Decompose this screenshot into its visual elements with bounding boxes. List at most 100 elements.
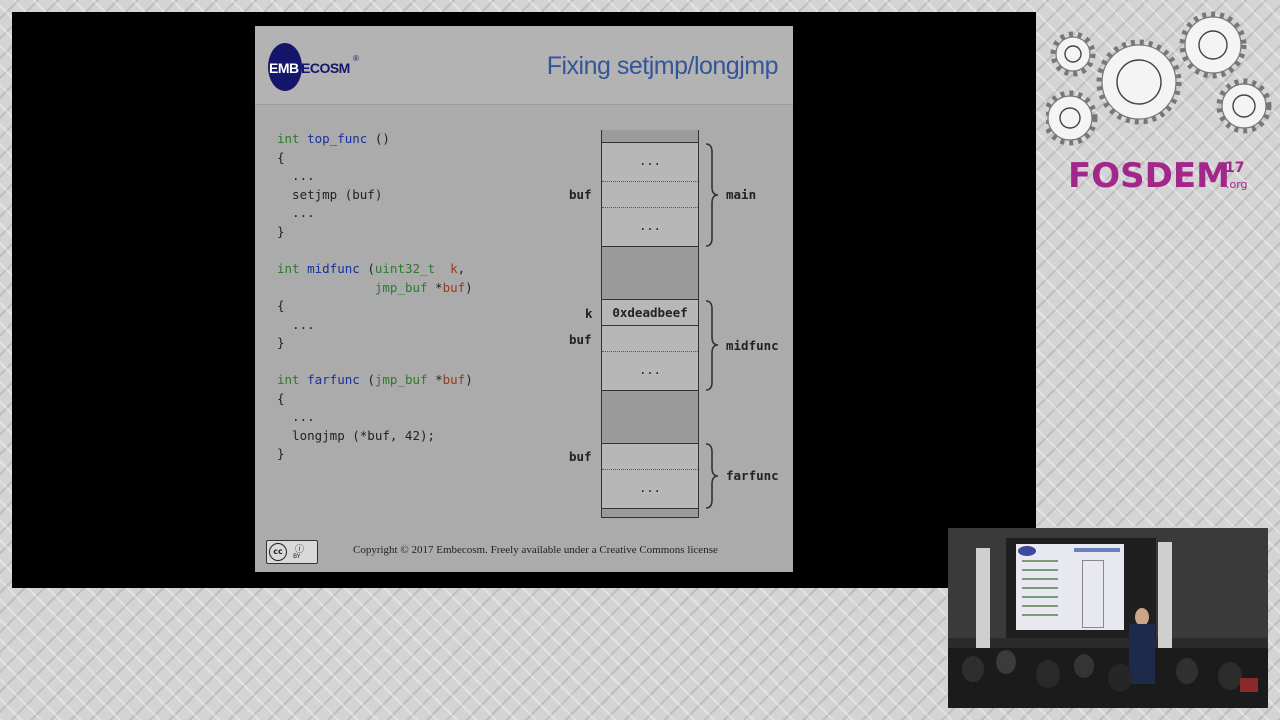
frame-label-farfunc: farfunc	[726, 468, 779, 483]
code-block-farfunc: int farfunc (jmp_buf *buf){ ... longjmp …	[277, 371, 473, 464]
top-func-code-line: int top_func ()	[277, 130, 390, 149]
code-token: }	[277, 335, 285, 350]
code-token	[300, 131, 308, 146]
code-token: ...	[277, 316, 315, 332]
code-token: (	[359, 261, 375, 276]
audience-head-5	[1108, 664, 1132, 692]
code-token: *	[427, 279, 443, 295]
fosdem-org: .org	[1226, 178, 1248, 191]
code-token: longjmp (*buf, 42);	[277, 427, 436, 443]
code-token	[300, 261, 308, 276]
frame-label-main: main	[726, 187, 757, 202]
code-token: farfunc	[307, 372, 360, 387]
midfunc-code-line: }	[277, 334, 473, 353]
code-token	[435, 261, 450, 276]
audience-head-1	[962, 656, 984, 682]
midfunc-cell-buf	[602, 326, 698, 352]
code-token: ...	[277, 168, 315, 183]
code-token: ,	[457, 261, 466, 276]
code-token: buf	[442, 279, 466, 295]
code-token	[300, 372, 308, 387]
farfunc-cell-buf	[602, 444, 698, 470]
code-token: jmp_buf	[374, 279, 428, 295]
code-token: }	[277, 446, 285, 461]
code-token: setjmp (buf)	[277, 186, 383, 202]
farfunc-code-line: }	[277, 445, 473, 464]
brace-midfunc	[705, 300, 719, 391]
farfunc-cell-dots: ...	[602, 470, 698, 509]
audience-head-4	[1074, 654, 1094, 678]
code-token: {	[277, 149, 285, 165]
registered-mark: ®	[353, 54, 359, 63]
audience-head-7	[1218, 662, 1242, 690]
top-func-code-line: ...	[277, 167, 390, 186]
brace-main	[705, 143, 719, 247]
midfunc-code-line: jmp_buf *buf)	[277, 279, 473, 298]
code-token: )	[465, 279, 473, 295]
code-token: k	[450, 261, 458, 276]
midfunc-cell-dots: ...	[602, 352, 698, 391]
projected-title	[1074, 548, 1120, 552]
farfunc-code-line: int farfunc (jmp_buf *buf)	[277, 371, 473, 390]
projected-code	[1022, 560, 1058, 622]
code-token: )	[465, 372, 473, 387]
top-func-code-line: setjmp (buf)	[277, 186, 390, 205]
midfunc-cell-k: 0xdeadbeef	[602, 300, 698, 326]
fosdem-gears-logo	[1046, 11, 1272, 146]
code-token: {	[277, 390, 285, 406]
creative-commons-badge: cc ⓘ BY	[266, 540, 318, 564]
slide-header: EMB ECOSM ® Fixing setjmp/longjmp	[255, 26, 793, 105]
code-token: }	[277, 223, 285, 239]
right-pillar	[1158, 542, 1172, 662]
label-midfunc-k: k	[585, 306, 593, 321]
code-token: uint32_t	[374, 261, 436, 276]
code-token: *	[427, 372, 443, 387]
code-token: buf	[442, 372, 466, 387]
speaker-camera-view	[948, 528, 1268, 708]
farfunc-code-line: {	[277, 390, 473, 409]
copyright-notice: Copyright © 2017 Embecosm. Freely availa…	[353, 544, 718, 556]
embecosm-logo-text-2: ECOSM	[301, 60, 350, 76]
audience-head-2	[996, 650, 1016, 674]
projected-logo	[1018, 546, 1036, 556]
frame-label-midfunc: midfunc	[726, 338, 779, 353]
speaker-head	[1135, 608, 1149, 626]
code-token: jmp_buf	[374, 372, 428, 387]
presentation-slide: EMB ECOSM ® Fixing setjmp/longjmp int to…	[255, 26, 793, 572]
stack-gap-2	[602, 391, 698, 444]
main-cell-dots-1: ...	[602, 143, 698, 182]
cc-by-text: BY	[293, 553, 301, 560]
top-func-code-line: ...	[277, 204, 390, 223]
label-midfunc-buf: buf	[569, 332, 592, 347]
label-main-buf: buf	[569, 187, 592, 202]
top-func-code-line: {	[277, 149, 390, 168]
attribution-icon: ⓘ	[295, 545, 305, 555]
code-token: (	[359, 372, 375, 387]
cc-icon: cc	[269, 543, 287, 561]
projected-stack	[1082, 560, 1104, 628]
audience-head-3	[1036, 660, 1060, 688]
slide-title: Fixing setjmp/longjmp	[546, 52, 779, 80]
code-block-midfunc: int midfunc (uint32_t k, jmp_buf *buf){ …	[277, 260, 473, 353]
brace-farfunc	[705, 443, 719, 509]
main-cell-dots-2: ...	[602, 208, 698, 247]
fosdem-year: 17	[1225, 160, 1245, 176]
code-token	[277, 280, 375, 295]
audience-head-6	[1176, 658, 1198, 684]
audience-red-jacket	[1240, 678, 1258, 692]
farfunc-code-line: longjmp (*buf, 42);	[277, 427, 473, 446]
code-token: int	[277, 131, 300, 146]
code-token: top_func	[307, 131, 368, 146]
main-cell-buf	[602, 182, 698, 208]
left-pillar	[976, 548, 990, 658]
code-token: int	[277, 372, 300, 387]
stack-gap-1	[602, 247, 698, 300]
midfunc-code-line: {	[277, 297, 473, 316]
embecosm-logo-text-1: EMB	[269, 60, 299, 76]
midfunc-code-line: ...	[277, 316, 473, 335]
label-farfunc-buf: buf	[569, 449, 592, 464]
midfunc-code-line: int midfunc (uint32_t k,	[277, 260, 473, 279]
top-func-code-line: }	[277, 223, 390, 242]
fosdem-wordmark: FOSDEM	[1068, 156, 1230, 196]
code-token: {	[277, 298, 285, 313]
